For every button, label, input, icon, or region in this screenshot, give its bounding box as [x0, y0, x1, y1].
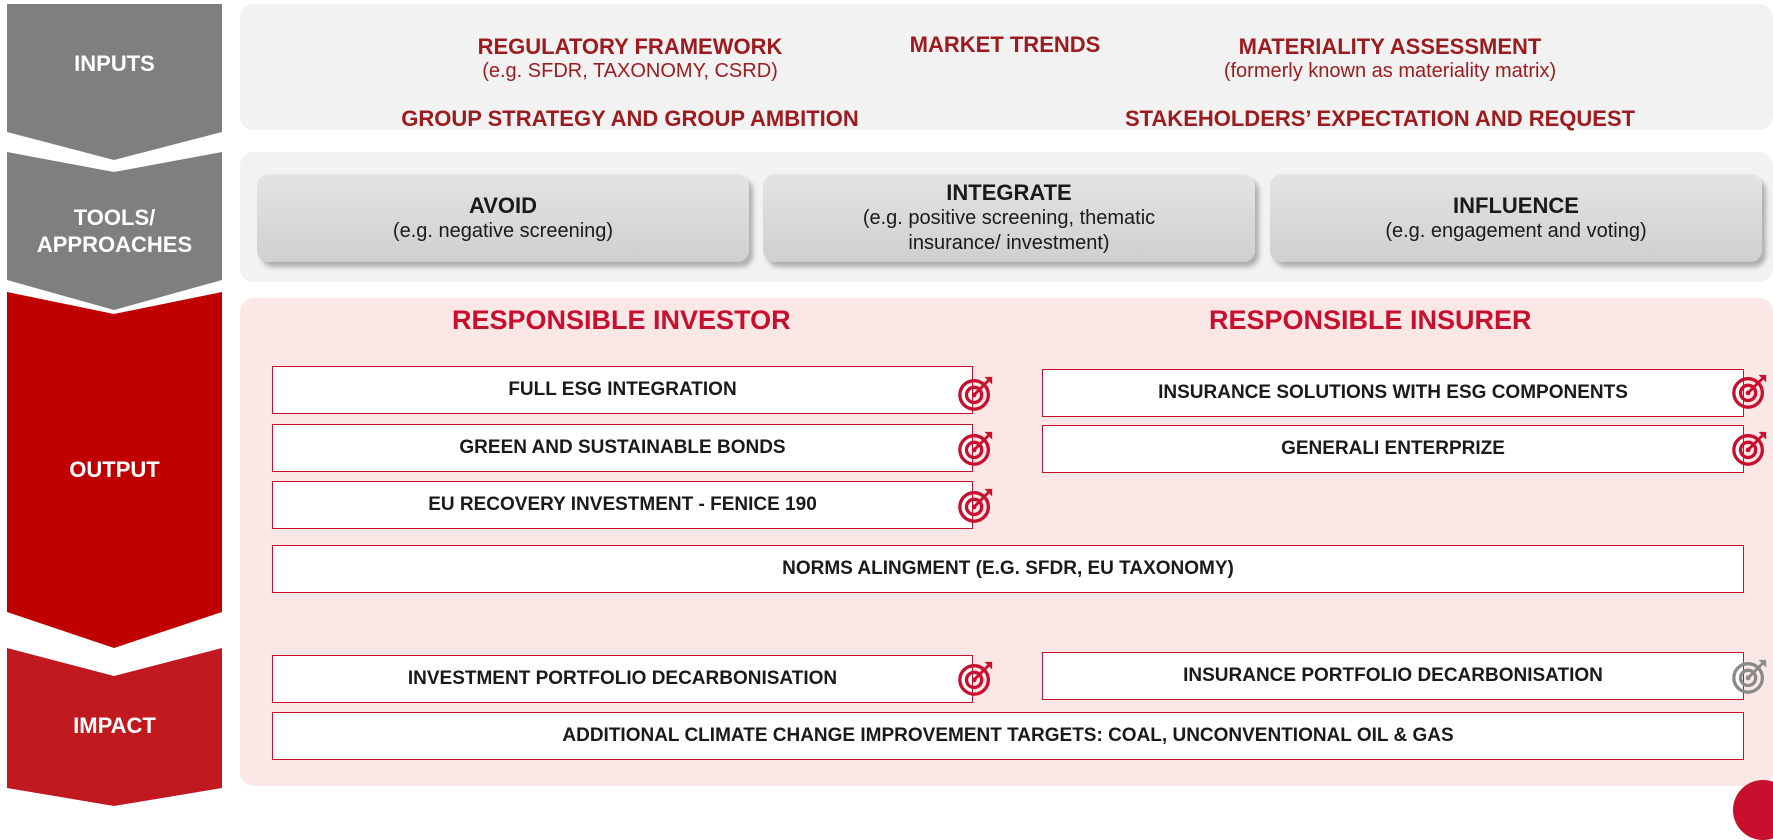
- inputs-panel: [240, 4, 1773, 130]
- stage-inputs-label: INPUTS: [74, 51, 155, 76]
- investment-portfolio-decarbonisation-box: INVESTMENT PORTFOLIO DECARBONISATION: [272, 655, 973, 703]
- stage-tools-label-line2: APPROACHES: [36, 232, 193, 257]
- tool-integrate-title: INTEGRATE: [946, 180, 1072, 205]
- target-icon: [1731, 372, 1769, 410]
- tool-avoid-sub: (e.g. negative screening): [392, 219, 614, 242]
- materiality-assessment-title: MATERIALITY ASSESSMENT: [1238, 34, 1542, 59]
- target-icon: [1731, 429, 1769, 467]
- stage-output-chevron: OUTPUT: [7, 292, 222, 648]
- group-strategy: GROUP STRATEGY AND GROUP AMBITION: [401, 106, 859, 131]
- chevron-shape: [7, 152, 222, 310]
- tool-influence: INFLUENCE (e.g. engagement and voting): [1270, 174, 1762, 262]
- decorative-corner-shape: [1733, 780, 1773, 840]
- tool-integrate-sub-line1: (e.g. positive screening, thematic: [862, 207, 1156, 229]
- additional-climate-targets-box: ADDITIONAL CLIMATE CHANGE IMPROVEMENT TA…: [272, 712, 1744, 760]
- market-trends: MARKET TRENDS: [909, 32, 1101, 57]
- chevron-shape: [7, 4, 222, 160]
- target-icon: [957, 659, 995, 697]
- insurance-portfolio-decarbonisation-box: INSURANCE PORTFOLIO DECARBONISATION: [1042, 652, 1744, 700]
- tool-avoid: AVOID (e.g. negative screening): [257, 174, 749, 262]
- responsible-insurer-header: RESPONSIBLE INSURER: [1209, 305, 1532, 335]
- responsible-investor-header: RESPONSIBLE INVESTOR: [452, 305, 791, 335]
- green-sustainable-bonds-box: GREEN AND SUSTAINABLE BONDS: [272, 424, 973, 472]
- stage-output-label: OUTPUT: [69, 457, 160, 482]
- generali-enterprize-box: GENERALI ENTERPRIZE: [1042, 425, 1744, 473]
- stage-tools-chevron: TOOLS/ APPROACHES: [7, 152, 222, 310]
- stage-tools-label: TOOLS/ APPROACHES: [7, 204, 222, 258]
- tool-avoid-title: AVOID: [468, 192, 538, 218]
- insurance-solutions-esg-box: INSURANCE SOLUTIONS WITH ESG COMPONENTS: [1042, 369, 1744, 417]
- stage-impact-chevron: IMPACT: [7, 648, 222, 806]
- stakeholders-expectation: STAKEHOLDERS’ EXPECTATION AND REQUEST: [1124, 106, 1636, 131]
- target-icon: [957, 374, 995, 412]
- materiality-assessment: MATERIALITY ASSESSMENT (formerly known a…: [1170, 34, 1610, 83]
- stage-inputs-chevron: INPUTS: [7, 4, 222, 160]
- tool-integrate-sub-line2: insurance/ investment): [908, 232, 1110, 254]
- chevron-shape: [7, 648, 222, 806]
- regulatory-framework-sub: (e.g. SFDR, TAXONOMY, CSRD): [482, 60, 778, 82]
- tool-influence-sub: (e.g. engagement and voting): [1385, 219, 1647, 242]
- materiality-assessment-sub: (formerly known as materiality matrix): [1223, 60, 1557, 82]
- chevron-shape: [7, 292, 222, 648]
- tool-influence-title: INFLUENCE: [1453, 192, 1579, 218]
- stage-tools-label-line1: TOOLS/: [73, 205, 156, 230]
- full-esg-integration-box: FULL ESG INTEGRATION: [272, 366, 973, 414]
- eu-recovery-investment-box: EU RECOVERY INVESTMENT - FENICE 190: [272, 481, 973, 529]
- target-icon-grey: [1731, 657, 1769, 695]
- regulatory-framework-title: REGULATORY FRAMEWORK: [477, 34, 783, 59]
- tool-integrate: INTEGRATE (e.g. positive screening, them…: [763, 174, 1255, 262]
- stage-impact-label: IMPACT: [73, 713, 156, 738]
- target-icon: [957, 429, 995, 467]
- norms-alignment-box: NORMS ALINGMENT (E.G. SFDR, EU TAXONOMY): [272, 545, 1744, 593]
- regulatory-framework: REGULATORY FRAMEWORK (e.g. SFDR, TAXONOM…: [430, 34, 830, 83]
- target-icon: [957, 486, 995, 524]
